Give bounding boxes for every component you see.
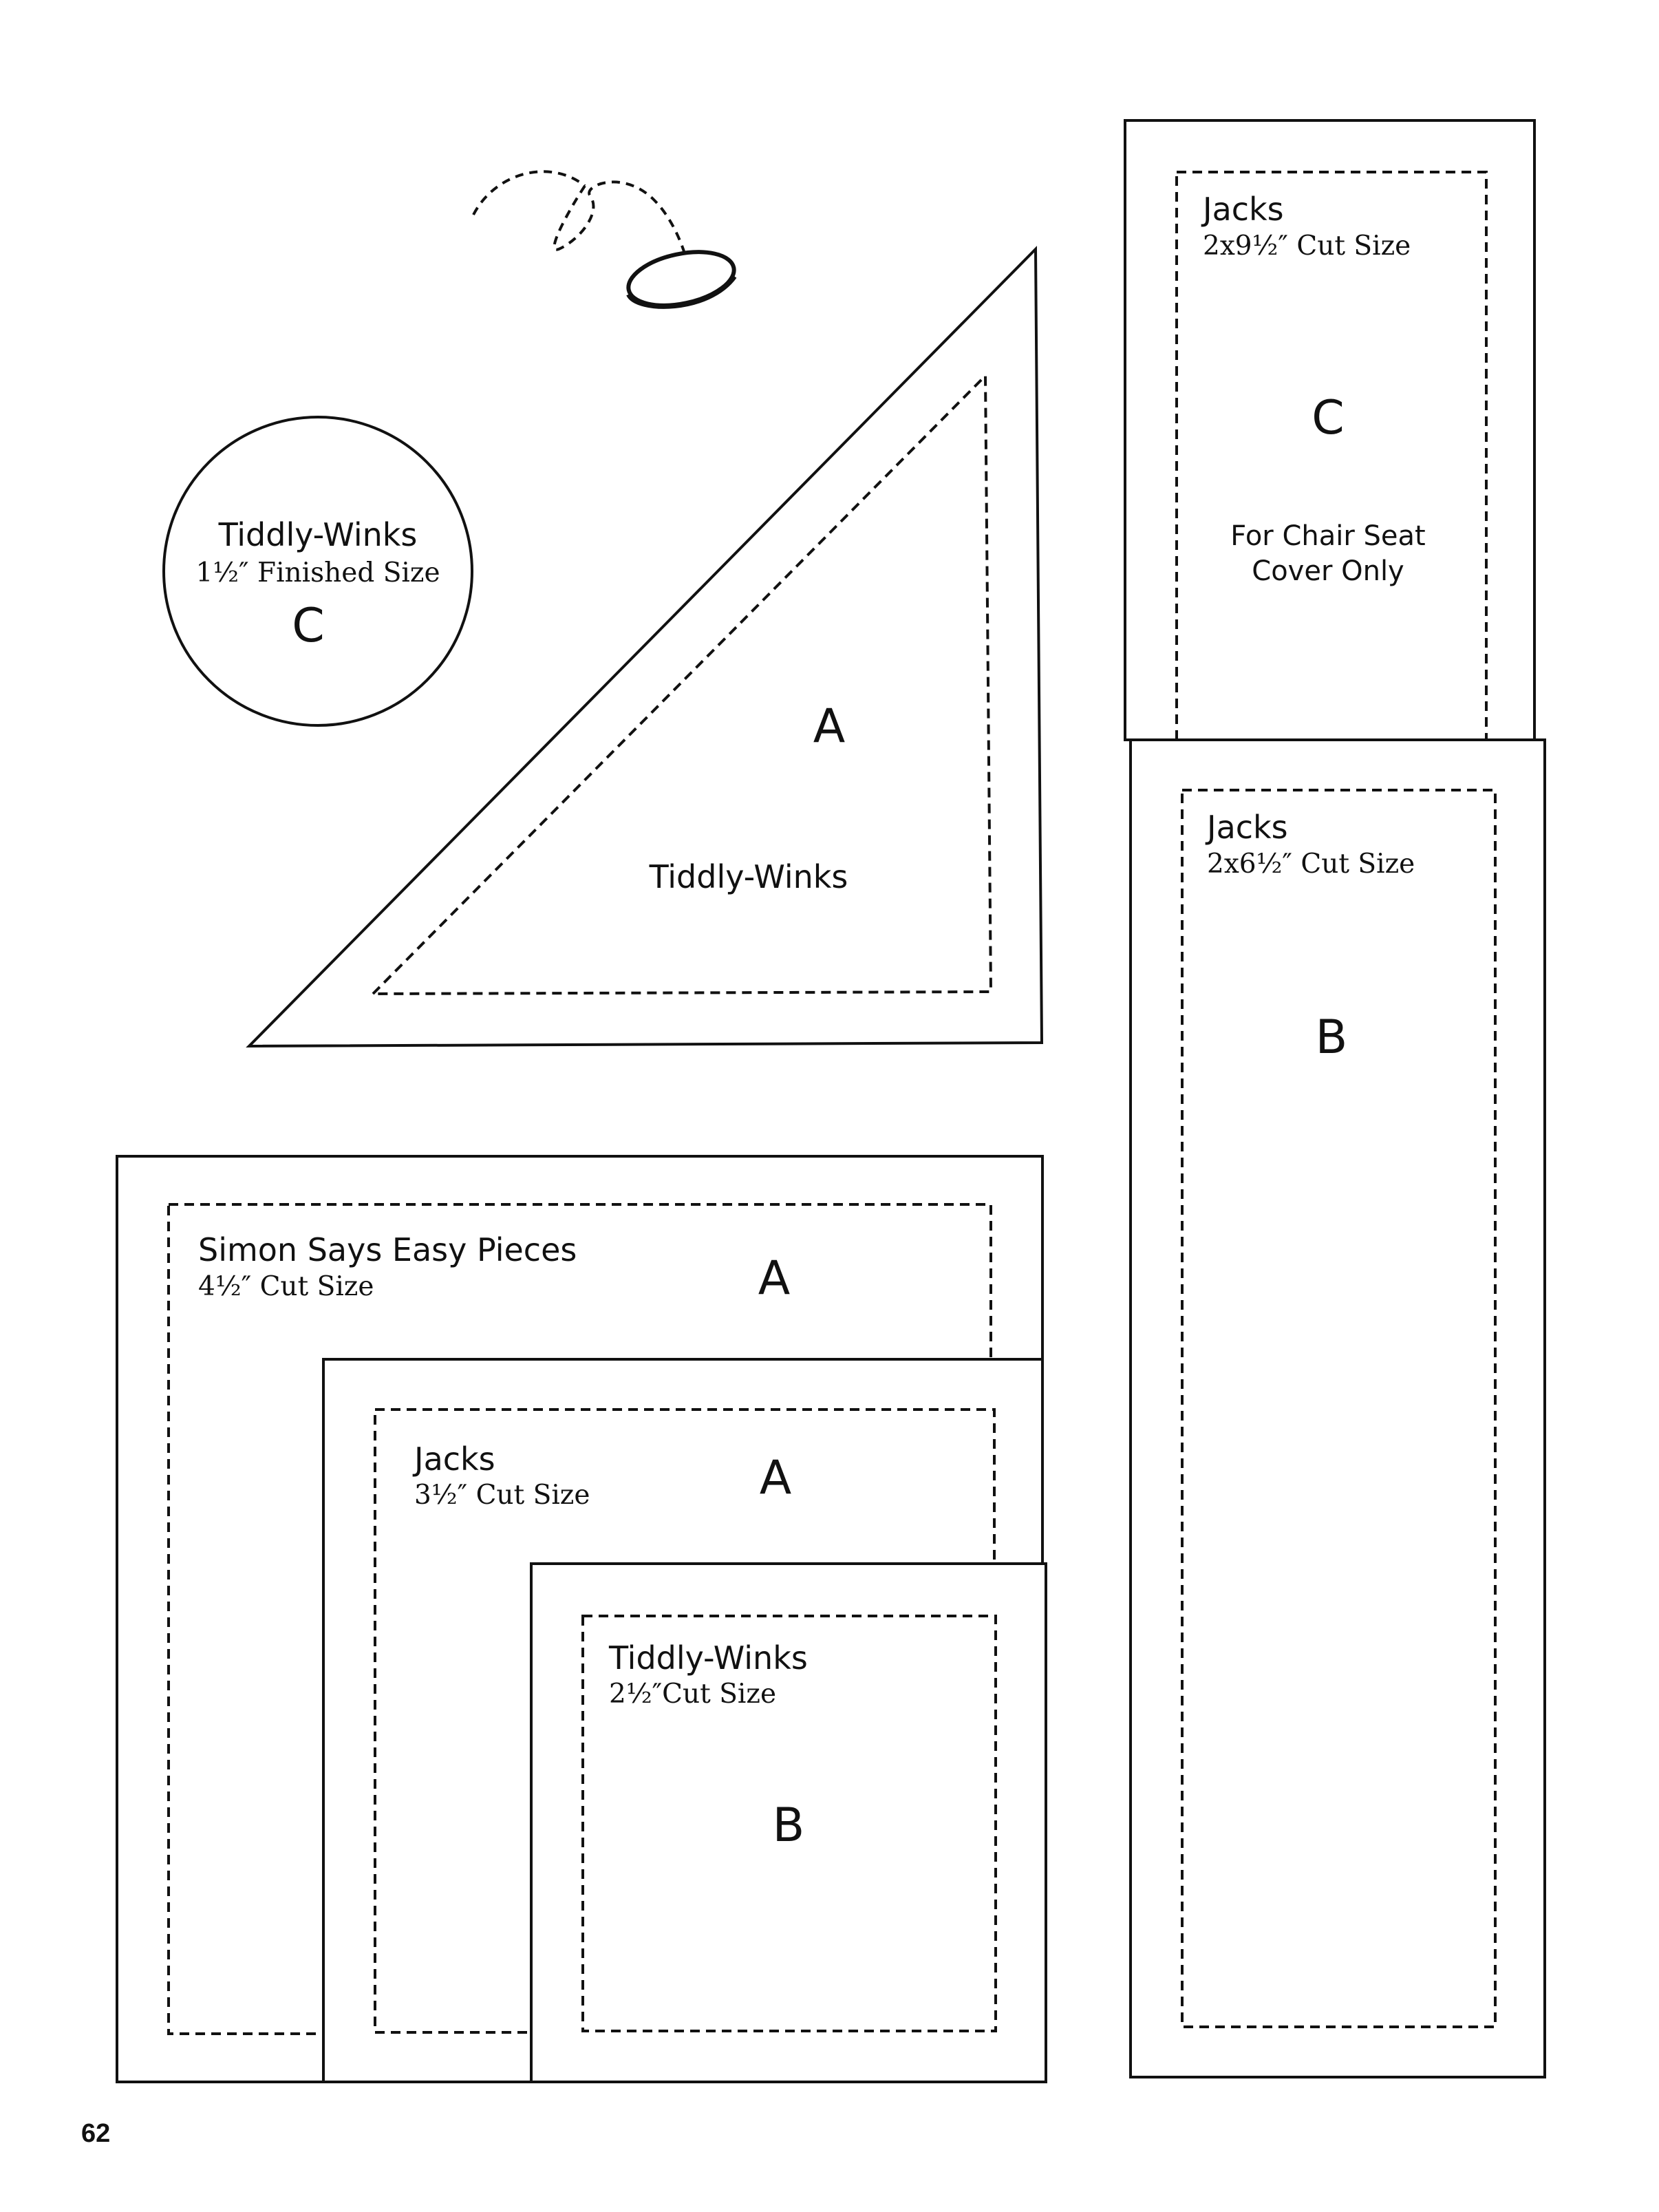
triangle-outline bbox=[246, 246, 1044, 1048]
square-template-tiddly-winks: Tiddly-Winks 2½″Cut Size B bbox=[530, 1562, 1047, 2083]
triangle-letter: A bbox=[813, 699, 846, 754]
jacks-c-note-line1: For Chair Seat bbox=[1230, 520, 1425, 552]
rect-template-jacks-b: Jacks 2x6½″ Cut Size B bbox=[1129, 738, 1546, 2078]
circle-title: Tiddly-Winks bbox=[218, 516, 418, 553]
jacks-b-title: Jacks bbox=[1205, 809, 1288, 846]
circle-letter: C bbox=[292, 599, 324, 653]
tiddly-square-title: Tiddly-Winks bbox=[608, 1639, 808, 1677]
jacks-square-title: Jacks bbox=[412, 1440, 495, 1478]
triangle-seam-line bbox=[370, 372, 993, 996]
simon-letter: A bbox=[758, 1251, 791, 1306]
jacks-b-outline bbox=[1129, 738, 1546, 2078]
page-number: 62 bbox=[81, 2119, 110, 2148]
jacks-c-outline bbox=[1124, 119, 1536, 741]
jacks-b-size: 2x6½″ Cut Size bbox=[1207, 849, 1415, 880]
tiddly-wink-illustration bbox=[472, 170, 737, 309]
triangle-template-tiddly-winks: A Tiddly-Winks bbox=[246, 246, 1044, 1048]
jacks-c-note-line2: Cover Only bbox=[1252, 555, 1404, 587]
simon-size: 4½″ Cut Size bbox=[198, 1271, 374, 1302]
jacks-square-size: 3½″ Cut Size bbox=[414, 1480, 590, 1511]
circle-size: 1½″ Finished Size bbox=[195, 557, 440, 588]
tiddly-square-outline bbox=[530, 1562, 1047, 2083]
simon-title: Simon Says Easy Pieces bbox=[198, 1231, 577, 1268]
jacks-c-letter: C bbox=[1312, 391, 1344, 445]
jacks-c-size: 2x9½″ Cut Size bbox=[1203, 231, 1411, 262]
tiddly-square-size: 2½″Cut Size bbox=[609, 1679, 776, 1710]
tiddly-square-seam-line bbox=[581, 1615, 997, 2032]
jacks-b-letter: B bbox=[1316, 1010, 1348, 1065]
circle-template-tiddly-winks: Tiddly-Winks 1½″ Finished Size C bbox=[162, 416, 473, 727]
triangle-name: Tiddly-Winks bbox=[649, 858, 848, 895]
rect-template-jacks-c: Jacks 2x9½″ Cut Size C For Chair Seat Co… bbox=[1124, 119, 1536, 741]
jacks-square-letter: A bbox=[760, 1451, 792, 1505]
circle-outline bbox=[162, 416, 473, 727]
tiddly-square-letter: B bbox=[773, 1798, 805, 1853]
jacks-c-title: Jacks bbox=[1201, 191, 1284, 228]
